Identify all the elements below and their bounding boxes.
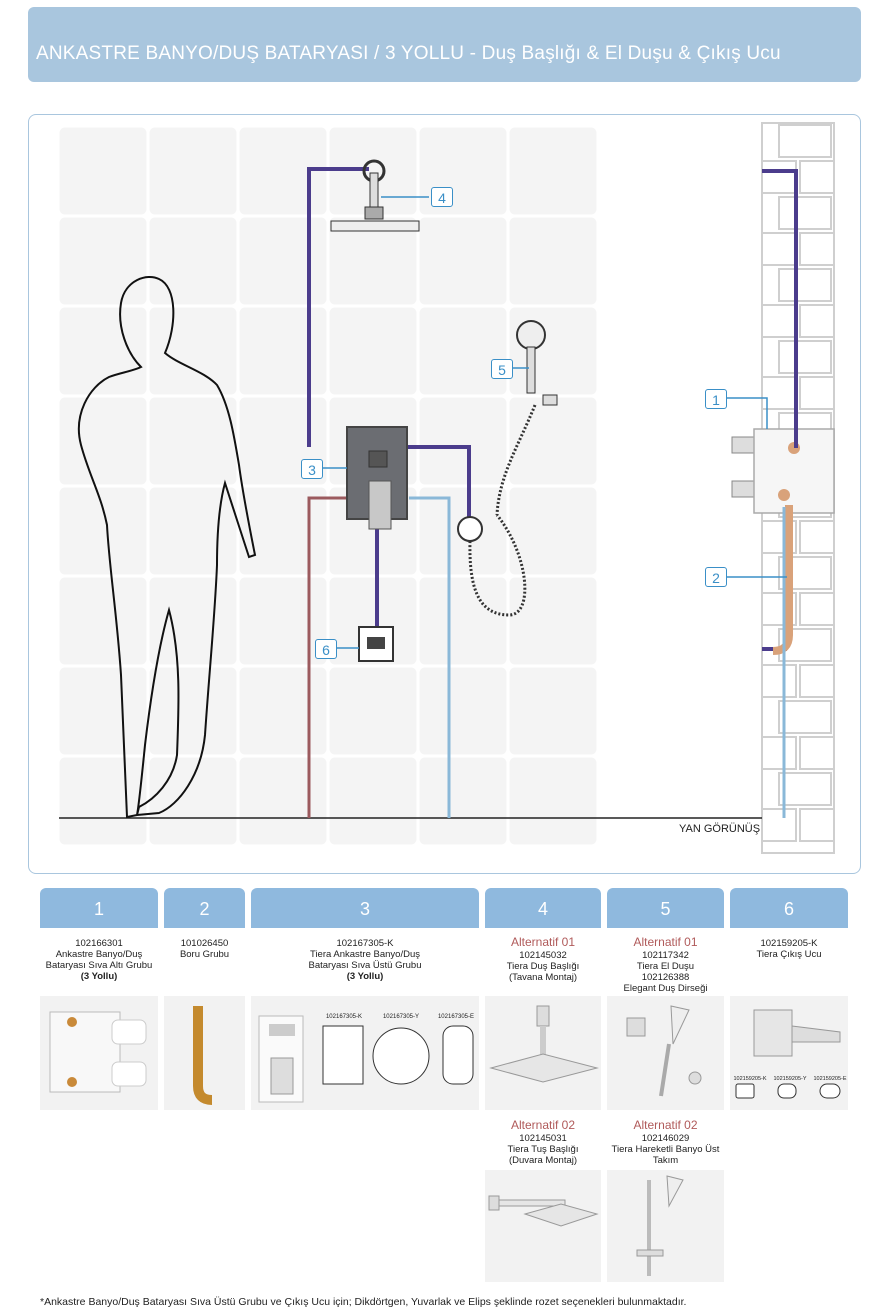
variant-3a: 102167305-K — [325, 1014, 363, 1020]
column-header-6: 6 — [730, 888, 848, 928]
variant-6b: 102159205-Y — [773, 1076, 807, 1082]
product-5-alt2: Alternatif 02 — [633, 1118, 698, 1132]
pipe-red — [307, 496, 347, 818]
column-header-1: 1 — [40, 888, 158, 928]
pipe-purple-top — [307, 167, 369, 447]
ceiling-shower-icon — [489, 1005, 599, 1083]
callout-3: 3 — [301, 459, 323, 479]
side-view-label: YAN GÖRÜNÜŞ — [679, 823, 761, 835]
callout-1: 1 — [705, 389, 727, 409]
slide-bar-set-icon — [636, 1175, 684, 1276]
column-header-2: 2 — [164, 888, 245, 928]
variant-6c: 102159205-E — [813, 1076, 847, 1082]
variant-3c: 102167305-E — [437, 1014, 475, 1020]
product-5-alt1: Alternatif 01 — [633, 935, 698, 949]
hand-shower — [457, 320, 558, 617]
variant-6a: 102159205-K — [733, 1076, 767, 1082]
head-shower — [330, 159, 420, 232]
product-5-image — [607, 996, 724, 1110]
product-6-image: 102159205-K 102159205-Y 102159205-E — [730, 996, 848, 1110]
installation-diagram: 1 2 3 4 5 6 YAN GÖRÜNÜŞ — [28, 114, 861, 874]
side-pipe-purple — [762, 169, 798, 448]
callout-4: 4 — [431, 187, 453, 207]
product-3-image: 102167305-K 102167305-Y 102167305-E — [251, 996, 479, 1110]
product-2-image — [164, 996, 245, 1110]
concealed-body-icon — [49, 1011, 147, 1093]
pipe-group-icon — [193, 1006, 213, 1105]
product-4-alt2: Alternatif 02 — [510, 1118, 576, 1132]
page-header: ANKASTRE BANYO/DUŞ BATARYASI / 3 YOLLU -… — [28, 7, 861, 82]
product-4-alt1: Alternatif 01 — [510, 935, 576, 949]
pipe-blue — [409, 496, 451, 818]
column-header-3: 3 — [251, 888, 479, 928]
variant-3b: 102167305-Y — [382, 1014, 420, 1020]
tile-wall — [58, 126, 598, 846]
column-header-5: 5 — [607, 888, 724, 928]
pipe-purple-right — [407, 445, 471, 535]
spout-icon — [735, 1009, 841, 1099]
product-1-image — [40, 996, 158, 1110]
diagram-drawing — [58, 122, 835, 854]
callout-5: 5 — [491, 359, 513, 379]
mixer-valve — [346, 426, 408, 530]
leader-1 — [727, 397, 768, 429]
person-silhouette — [77, 275, 257, 819]
callout-2: 2 — [705, 567, 727, 587]
spout-outlet — [358, 626, 394, 662]
product-5-alt2-image — [607, 1170, 724, 1282]
side-pipe-copper — [772, 505, 793, 655]
product-4-image — [485, 996, 601, 1110]
mixer-trims-icon — [258, 1015, 474, 1103]
hand-shower-icon — [626, 1005, 702, 1097]
wall-shower-icon — [488, 1195, 599, 1227]
side-view-body — [731, 428, 835, 514]
callout-6: 6 — [315, 639, 337, 659]
footnote: *Ankastre Banyo/Duş Bataryası Sıva Üstü … — [40, 1296, 687, 1308]
product-4-alt2-image — [485, 1170, 601, 1282]
column-header-4: 4 — [485, 888, 601, 928]
page-title: ANKASTRE BANYO/DUŞ BATARYASI / 3 YOLLU -… — [36, 43, 781, 64]
